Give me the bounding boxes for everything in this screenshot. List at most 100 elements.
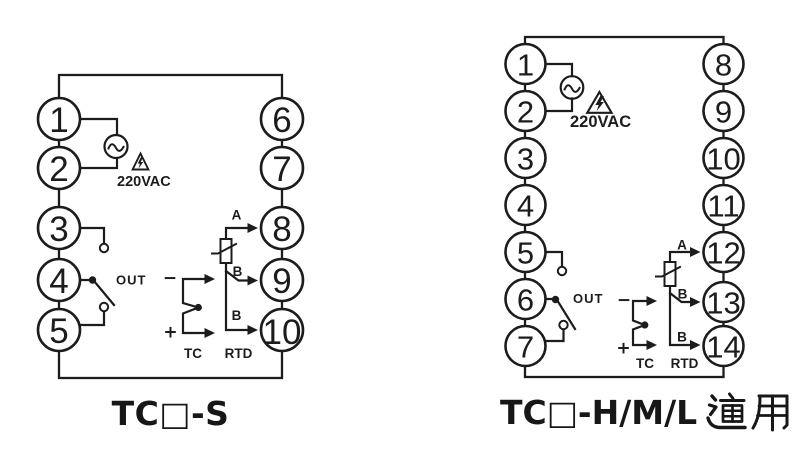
- terminal-number: 3: [49, 210, 68, 249]
- terminal-number: 1: [517, 48, 534, 83]
- rtd-wire-a-label: A: [677, 238, 687, 253]
- title-latin-text: TC□-H/M/L: [500, 393, 698, 432]
- terminal-14: 14: [702, 324, 745, 368]
- resistor-body: [663, 261, 677, 287]
- ac-sine-wave-icon: [107, 143, 125, 152]
- ac-source-symbol: [103, 133, 129, 160]
- terminal-1: 1: [36, 96, 82, 142]
- contact-bottom-circle: [98, 301, 110, 313]
- rtd-label: RTD: [671, 356, 699, 371]
- lightning-bolt-icon: [595, 96, 604, 112]
- ac-source-circle: [559, 75, 585, 100]
- cjk-char-yong: [751, 394, 789, 432]
- diagram-tc-hml: 1 2 3 4 5 6 7: [504, 35, 745, 379]
- terminal-4: 4: [504, 183, 547, 227]
- terminal-number: 7: [272, 150, 291, 189]
- terminal-number: 14: [706, 330, 740, 365]
- terminal-number: 8: [272, 210, 291, 249]
- power-label: 220VAC: [570, 113, 631, 131]
- terminal-5: 5: [504, 230, 547, 274]
- ac-sine-wave-icon: [563, 84, 581, 93]
- terminal-number: 5: [49, 312, 68, 351]
- hazard-triangle-icon: [585, 89, 614, 114]
- terminal-number: 4: [517, 189, 534, 224]
- resistor-strike: [655, 265, 682, 278]
- terminal-6: 6: [504, 277, 547, 321]
- terminal-number: 6: [272, 101, 291, 140]
- terminal-8: 8: [702, 42, 745, 86]
- tc-label: TC: [636, 356, 654, 371]
- terminal-9: 9: [259, 257, 305, 303]
- wires: [78, 117, 251, 335]
- terminal-number: 2: [49, 150, 68, 189]
- terminal-number: 3: [517, 142, 534, 177]
- switch-pivot-dot: [551, 295, 560, 304]
- cjk-text-tongyong: [706, 392, 789, 432]
- terminal-11: 11: [702, 183, 745, 227]
- power-label: 220VAC: [117, 174, 171, 190]
- relay-switch-symbol: [88, 242, 110, 313]
- terminal-5: 5: [36, 307, 82, 353]
- tc-minus-sign: −: [617, 291, 631, 311]
- rtd-resistor-symbol: [655, 261, 682, 287]
- cjk-char-tong: [706, 392, 747, 430]
- terminal-9: 9: [702, 89, 745, 133]
- terminal-number: 5: [517, 236, 534, 271]
- tc-minus-sign: −: [163, 269, 177, 289]
- hazard-triangle-icon: [131, 151, 150, 171]
- ac-source-symbol: [559, 75, 585, 100]
- rtd-wire-b-label: B: [232, 308, 242, 323]
- terminal-number: 2: [517, 95, 534, 130]
- terminal-number: 6: [517, 283, 534, 318]
- relay-switch-symbol: [551, 265, 569, 331]
- terminal-7: 7: [259, 145, 305, 191]
- terminal-number: 4: [49, 262, 68, 301]
- out-label: OUT: [573, 291, 603, 306]
- hazard-triangle-outline: [131, 151, 150, 171]
- diagram-title-tc-hml: TC□-H/M/L: [500, 392, 800, 434]
- terminal-4: 4: [36, 257, 82, 303]
- terminal-13: 13: [702, 280, 745, 324]
- out-label: OUT: [116, 273, 146, 288]
- tc-junction-dot: [194, 303, 202, 312]
- rtd-label: RTD: [225, 346, 253, 361]
- hazard-triangle-outline: [585, 89, 614, 114]
- terminal-number: 12: [706, 236, 740, 271]
- terminal-number: 8: [715, 48, 732, 83]
- diagram-tc-s: 1 2 3 4 5 6: [36, 73, 305, 380]
- terminal-12: 12: [702, 230, 745, 274]
- terminal-number: 9: [272, 262, 291, 301]
- terminal-number: 7: [517, 330, 534, 365]
- rtd-wire-b-label: B: [678, 287, 688, 302]
- terminal-number: 1: [49, 101, 68, 140]
- terminal-2: 2: [36, 145, 82, 191]
- contact-bottom-circle: [558, 319, 569, 331]
- terminal-8: 8: [259, 205, 305, 251]
- wires: [543, 62, 693, 347]
- ac-source-circle: [103, 133, 129, 160]
- terminal-1: 1: [504, 42, 547, 86]
- tc-label: TC: [184, 346, 202, 361]
- tc-plus-sign: +: [616, 339, 630, 359]
- resistor-strike: [211, 242, 238, 255]
- terminal-2: 2: [504, 89, 547, 133]
- tc-junction-dot: [641, 321, 649, 329]
- rtd-resistor-symbol: [211, 238, 238, 264]
- terminal-10: 10: [702, 136, 745, 180]
- tc-plus-sign: +: [163, 323, 177, 343]
- switch-pivot-dot: [88, 276, 97, 284]
- rtd-wire-a-label: A: [232, 208, 242, 223]
- rtd-wire-b-label: B: [233, 264, 243, 279]
- terminal-number: 10: [263, 313, 302, 352]
- terminal-6: 6: [259, 96, 305, 142]
- resistor-body: [219, 238, 233, 264]
- terminal-number: 9: [715, 95, 732, 130]
- terminal-3: 3: [504, 136, 547, 180]
- diagram-title-tc-s: TC□-S: [111, 394, 230, 433]
- contact-top-circle: [98, 242, 110, 254]
- terminal-3: 3: [36, 205, 82, 251]
- lightning-bolt-icon: [137, 157, 144, 169]
- terminal-number: 13: [706, 286, 740, 321]
